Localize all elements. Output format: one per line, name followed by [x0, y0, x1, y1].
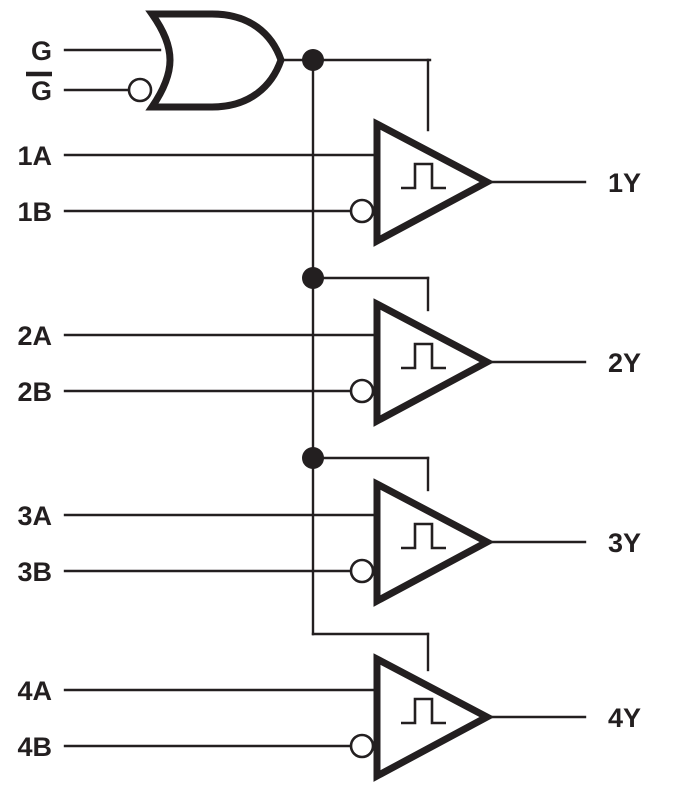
buffer-stage-2 — [63, 298, 587, 427]
stage-1-b-inverter-bubble — [349, 198, 375, 224]
buffer-stage-3 — [63, 478, 587, 607]
label-2y: 2Y — [608, 348, 641, 378]
stage-3-schmitt-symbol — [401, 522, 446, 550]
buffer-stage-1 — [63, 118, 587, 247]
enable-or-gate — [63, 10, 432, 111]
label-4a: 4A — [17, 676, 52, 706]
or-gate-body — [145, 10, 285, 111]
junction-dot-2 — [302, 267, 324, 289]
stage-3-b-inverter-bubble — [349, 558, 375, 584]
stage-2-b-inverter-bubble — [349, 378, 375, 404]
label-3b: 3B — [17, 557, 52, 587]
junction-dot-1 — [302, 49, 324, 71]
label-4b: 4B — [17, 732, 52, 762]
label-g-bar: G — [31, 76, 52, 106]
label-1y: 1Y — [608, 168, 641, 198]
label-4y: 4Y — [608, 703, 641, 733]
label-g: G — [31, 36, 52, 66]
label-3a: 3A — [17, 501, 52, 531]
label-2b: 2B — [17, 377, 52, 407]
stage-4-schmitt-symbol — [401, 697, 446, 725]
label-1a: 1A — [17, 141, 52, 171]
pin-labels: G G 1A 1B 1Y 2A 2B 2Y 3A 3B 3Y 4A 4B 4Y — [17, 36, 641, 762]
stage-2-schmitt-symbol — [401, 342, 446, 370]
junction-dot-3 — [302, 447, 324, 469]
stage-4-b-inverter-bubble — [349, 733, 375, 759]
label-1b: 1B — [17, 197, 52, 227]
stage-1-schmitt-symbol — [401, 162, 446, 190]
buffer-stage-4 — [63, 653, 587, 782]
gbar-inverter-bubble — [127, 77, 153, 103]
label-2a: 2A — [17, 321, 52, 351]
label-3y: 3Y — [608, 528, 641, 558]
